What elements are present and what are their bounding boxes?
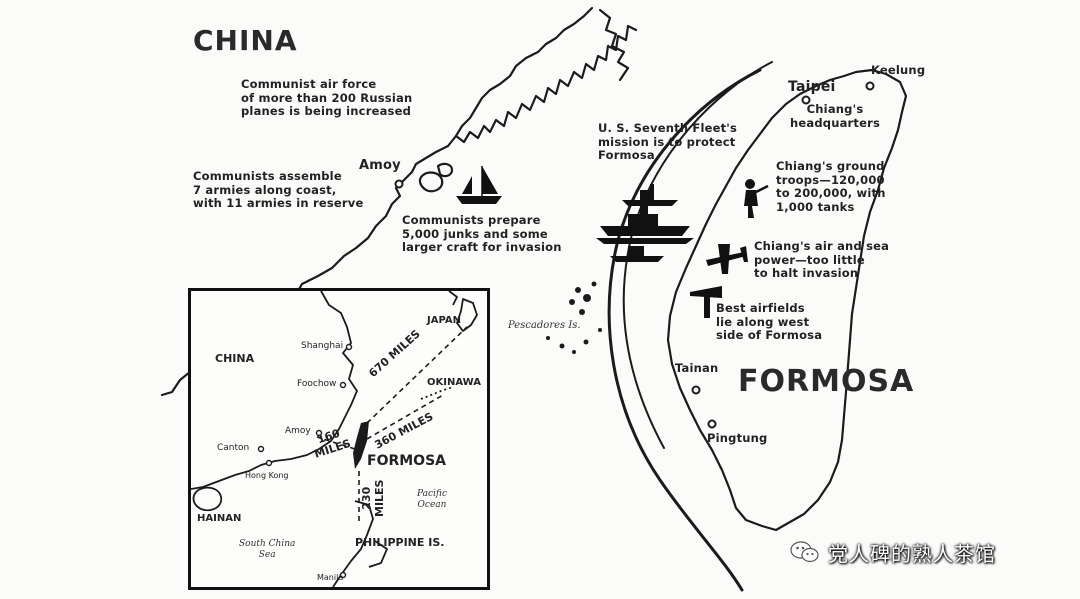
watermark: 党人碑的熟人茶馆 <box>790 537 996 567</box>
china-fjords <box>454 24 638 144</box>
pescadores-label: Pescadores Is. <box>508 320 581 331</box>
pingtung-dot <box>707 419 717 429</box>
inset-hainan <box>192 486 223 512</box>
pescadores-islands <box>546 281 602 354</box>
keelung-label: Keelung <box>871 63 926 77</box>
inset-shanghai-dot <box>345 343 353 351</box>
fleet-arc <box>607 68 762 592</box>
formosa-title: FORMOSA <box>738 364 915 399</box>
airfield-arrow-icon <box>690 286 722 318</box>
inset-map: JAPAN CHINA Shanghai Foochow Amoy Canton… <box>188 288 490 590</box>
inset-amoy-label: Amoy <box>285 426 311 436</box>
inset-hongkong-dot <box>265 459 273 467</box>
inset-japan-label: JAPAN <box>427 315 461 326</box>
airplane-icon <box>706 244 748 274</box>
inset-formosa-label: FORMOSA <box>367 453 446 469</box>
air-force-note: Communist air force of more than 200 Rus… <box>241 77 413 119</box>
inset-hainan-label: HAINAN <box>197 513 242 524</box>
quemoy-island <box>436 162 454 178</box>
inset-foochow-label: Foochow <box>297 379 337 389</box>
amoy-label: Amoy <box>359 158 401 173</box>
airfields-note: Best airfields lie along west side of Fo… <box>716 301 823 343</box>
watermark-text: 党人碑的熟人茶馆 <box>828 541 996 566</box>
air-sea-note: Chiang's air and sea power—too little to… <box>754 239 890 281</box>
inset-linework <box>191 291 478 587</box>
soldier-icon <box>744 179 769 218</box>
keelung-dot <box>865 81 875 91</box>
taipei-dot <box>801 95 811 105</box>
amoy-dot <box>394 179 404 189</box>
inset-hongkong-label: Hong Kong <box>245 471 289 480</box>
inset-china-coast <box>191 291 358 490</box>
inset-amoy-dot <box>315 429 323 437</box>
ground-troops-note: Chiang's ground troops—120,000 to 200,00… <box>776 159 886 214</box>
inset-philippine-label: PHILIPPINE IS. <box>355 536 445 549</box>
tainan-label: Tainan <box>675 361 719 375</box>
inset-canton-dot <box>257 445 265 453</box>
inset-foochow-dot <box>339 381 347 389</box>
pingtung-label: Pingtung <box>707 431 768 445</box>
inset-shanghai-label: Shanghai <box>301 341 344 351</box>
inset-formosa <box>353 421 369 469</box>
formosa-coastline <box>666 68 908 532</box>
china-fjords-2 <box>598 8 630 82</box>
headquarters-note: Chiang's headquarters <box>790 102 881 130</box>
seventh-fleet-note: U. S. Seventh Fleet's mission is to prot… <box>598 121 738 163</box>
inset-china-label: CHINA <box>215 352 255 365</box>
wechat-icon <box>790 541 819 563</box>
armies-note: Communists assemble 7 armies along coast… <box>193 169 364 211</box>
junks-note: Communists prepare 5,000 junks and some … <box>402 213 562 255</box>
amoy-island <box>418 171 444 193</box>
inset-pacific-ocean-label: Pacific Ocean <box>417 489 447 510</box>
inset-south-china-sea-label: South China Sea <box>239 539 296 560</box>
taipei-label: Taipei <box>788 79 836 95</box>
tainan-dot <box>691 385 701 395</box>
distance-philippines: 230 MILES <box>360 479 386 518</box>
line-to-china <box>316 436 356 450</box>
inset-okinawa-label: OKINAWA <box>427 377 481 388</box>
line-to-okinawa <box>366 394 444 440</box>
warship-icons <box>596 184 694 262</box>
junk-icon <box>456 166 502 204</box>
inset-canton-label: Canton <box>217 443 250 453</box>
inset-manila-dot <box>339 571 347 579</box>
china-title: CHINA <box>193 24 298 57</box>
inset-manila-label: Manila <box>317 573 344 582</box>
inset-okinawa-chain <box>420 386 454 400</box>
